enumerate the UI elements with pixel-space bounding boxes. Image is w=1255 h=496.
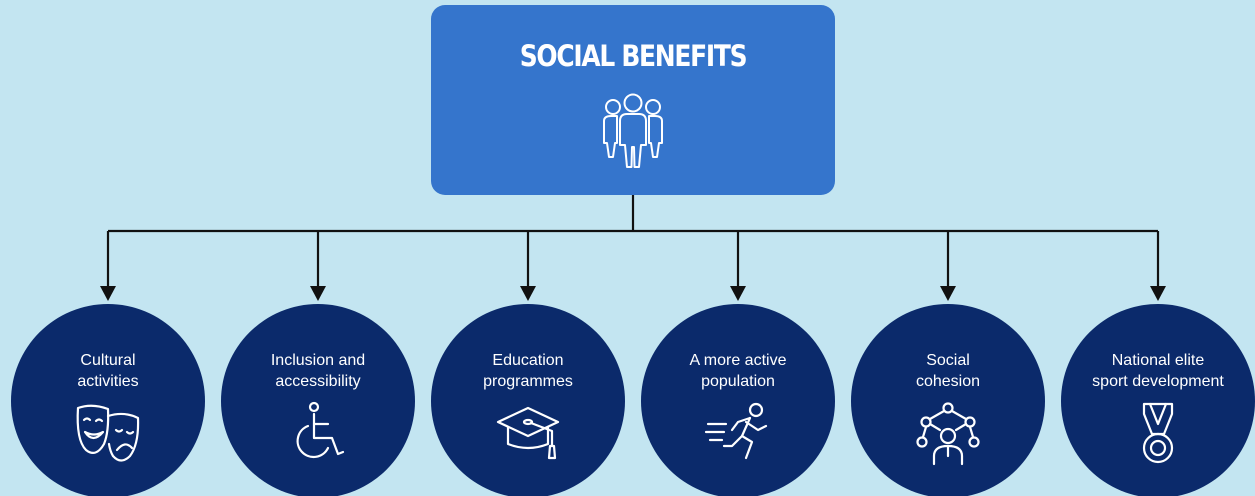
node-active-population: A more active population	[641, 304, 835, 496]
arrow-to-cultural-activities	[100, 231, 116, 301]
node-label: National elite sport development	[1092, 352, 1224, 390]
arrow-to-social-cohesion	[940, 231, 956, 301]
node-label: Social cohesion	[915, 352, 981, 390]
diagram-title: SOCIAL BENEFITS	[519, 39, 748, 73]
running-person-icon	[704, 400, 772, 468]
arrow-to-active-population	[730, 231, 746, 301]
node-label: Cultural activities	[77, 352, 139, 390]
node-inclusion-accessibility: Inclusion and accessibility	[221, 304, 415, 496]
node-label: A more active population	[689, 352, 787, 390]
node-cultural-activities: Cultural activities	[11, 304, 205, 496]
graduation-cap-icon	[494, 400, 562, 468]
node-label: Education programmes	[483, 352, 573, 390]
theatre-masks-icon	[74, 400, 142, 468]
node-elite-sport-development: National elite sport development	[1061, 304, 1255, 496]
node-label: Inclusion and accessibility	[270, 352, 366, 390]
social-benefits-box: SOCIAL BENEFITS	[431, 5, 835, 195]
node-social-cohesion: Social cohesion	[851, 304, 1045, 496]
arrow-to-education-programmes	[520, 231, 536, 301]
node-education-programmes: Education programmes	[431, 304, 625, 496]
network-person-icon	[914, 400, 982, 468]
medal-icon	[1124, 400, 1192, 468]
people-group-icon	[599, 91, 667, 171]
wheelchair-icon	[284, 400, 352, 468]
arrow-to-inclusion-accessibility	[310, 231, 326, 301]
arrow-to-elite-sport	[1150, 231, 1166, 301]
